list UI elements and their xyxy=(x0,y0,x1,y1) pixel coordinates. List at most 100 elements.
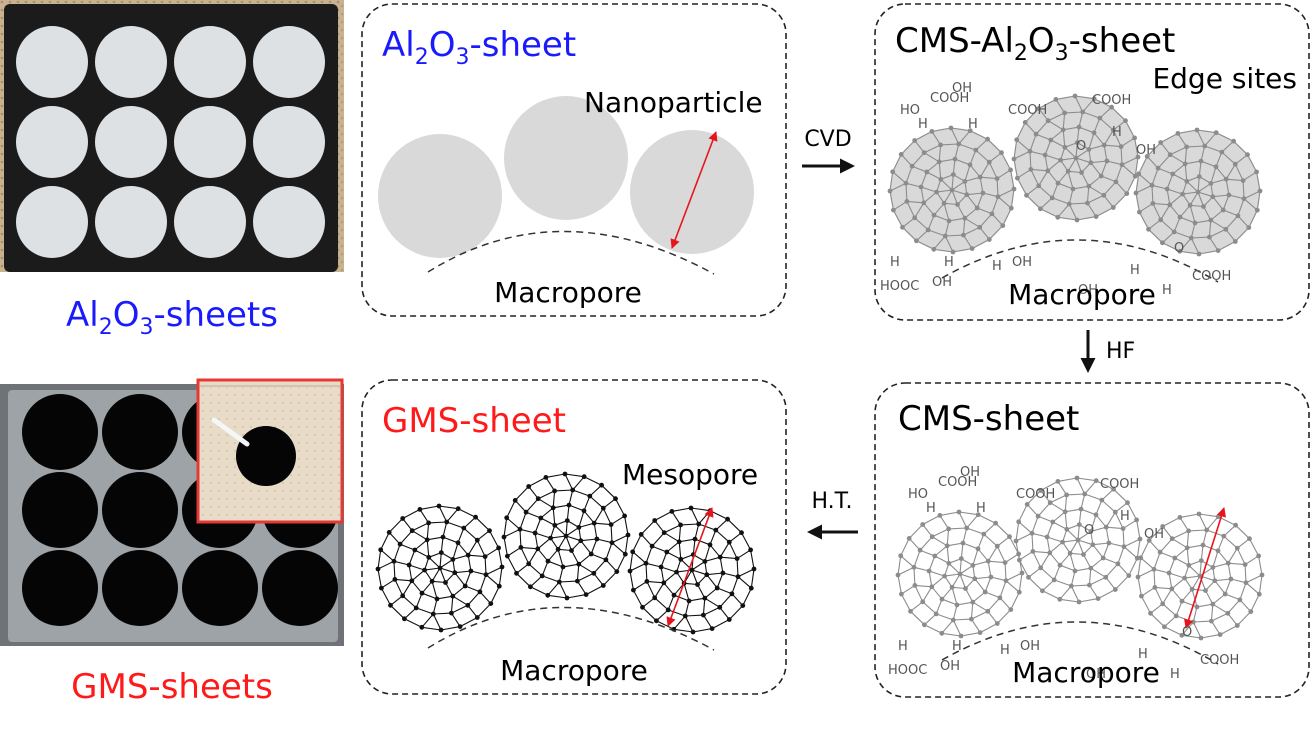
functional-group-label: COOH xyxy=(930,91,969,106)
photo-gms-sheets xyxy=(0,378,344,646)
sample-disc xyxy=(95,186,167,258)
functional-group-label: O xyxy=(1076,139,1086,154)
panel-gms-sheet xyxy=(361,379,787,695)
functional-group-label: OH xyxy=(932,275,952,290)
annotation-mesopore: Mesopore xyxy=(622,458,758,491)
sample-disc xyxy=(253,106,325,178)
functional-group-label: H xyxy=(1162,283,1172,298)
functional-group-label: H xyxy=(1130,263,1140,278)
sample-disc xyxy=(95,106,167,178)
carbon-cage xyxy=(1011,93,1141,223)
functional-group-label: COOH xyxy=(1008,103,1047,118)
functional-group-label: HO xyxy=(900,103,920,118)
functional-group-label: OH xyxy=(960,465,980,480)
functional-group-label: H xyxy=(1170,667,1180,682)
functional-group-label: H xyxy=(976,501,986,516)
label-macropore: Macropore xyxy=(1008,278,1156,311)
sample-disc xyxy=(174,106,246,178)
functional-group-label: H xyxy=(1120,509,1130,524)
functional-group-label: HOOC xyxy=(888,663,927,678)
sample-disc xyxy=(174,186,246,258)
functional-group-label: COOH xyxy=(1092,93,1131,108)
functional-group-label: OH xyxy=(1136,143,1156,158)
label-macropore: Macropore xyxy=(494,276,642,309)
panel-title-gms-sheet: GMS-sheet xyxy=(382,401,566,441)
functional-group-label: H xyxy=(898,639,908,654)
sample-disc xyxy=(182,550,258,626)
inset-photo xyxy=(196,378,344,524)
photo-al2o3-sheets xyxy=(0,0,344,272)
carbon-cage-group xyxy=(887,93,1263,257)
panel-al2o3-sheet xyxy=(361,3,787,317)
carbon-cage-group xyxy=(895,475,1265,641)
functional-group-label: H xyxy=(890,255,900,270)
arrow-label-cvd: CVD xyxy=(804,127,851,152)
nanoparticle xyxy=(504,96,628,220)
sample-disc xyxy=(22,472,98,548)
carbon-cage xyxy=(627,505,757,635)
functional-group-label: O xyxy=(1182,625,1192,640)
arrow-label-ht: H.T. xyxy=(812,489,853,514)
panel-title-cms-al2o3-sheet: CMS-Al2O3-sheet xyxy=(895,21,1175,66)
label-macropore: Macropore xyxy=(500,654,648,687)
functional-group-label: HOOC xyxy=(880,279,919,294)
sample-disc xyxy=(253,26,325,98)
pore-diameter-arrow xyxy=(666,507,714,627)
functional-group-label: H xyxy=(968,117,978,132)
photo-label-gms-sheets: GMS-sheets xyxy=(71,667,273,707)
functional-group-label: H xyxy=(918,117,928,132)
sample-disc xyxy=(174,26,246,98)
functional-group-label: O xyxy=(1084,523,1094,538)
carbon-cage xyxy=(1133,127,1263,257)
sample-disc xyxy=(253,186,325,258)
functional-group-label: OH xyxy=(1012,255,1032,270)
sample-disc xyxy=(16,186,88,258)
macropore-curve xyxy=(941,239,1219,283)
label-macropore: Macropore xyxy=(1012,656,1160,689)
functional-group-label: COOH xyxy=(1200,653,1239,668)
functional-group-label: COOH xyxy=(1192,269,1231,284)
sample-disc xyxy=(262,550,338,626)
nanoparticle xyxy=(630,130,754,254)
functional-group-label: H xyxy=(944,255,954,270)
sample-disc xyxy=(22,394,98,470)
particle-diameter-arrow xyxy=(670,131,718,249)
functional-group-label: H xyxy=(992,259,1002,274)
macropore-curve xyxy=(427,606,715,651)
sample-disc xyxy=(16,106,88,178)
sample-disc xyxy=(102,550,178,626)
functional-group-label: OH xyxy=(952,81,972,96)
nanoparticle-group xyxy=(378,96,754,258)
carbon-cage xyxy=(375,503,505,633)
carbon-cage xyxy=(895,509,1025,639)
arrow-hf: HF xyxy=(1080,330,1135,373)
sample-disc xyxy=(22,550,98,626)
functional-group-label: OH xyxy=(1020,639,1040,654)
carbon-cage xyxy=(1013,475,1143,605)
panel-cms-al2o3-sheet xyxy=(874,3,1310,321)
carbon-cage xyxy=(501,471,631,601)
sample-disc xyxy=(16,26,88,98)
photo-label-al2o3-sheets: Al2O3-sheets xyxy=(66,295,278,340)
panel-title-al2o3-sheet: Al2O3-sheet xyxy=(382,25,576,70)
functional-group-label: O xyxy=(1174,241,1184,256)
arrow-label-hf: HF xyxy=(1106,339,1135,364)
functional-group-label: COOH xyxy=(938,475,977,490)
tweezer-tip xyxy=(211,417,250,447)
carbon-cage xyxy=(887,125,1017,255)
functional-group-label: OH xyxy=(1078,283,1098,298)
functional-group-label: COOH xyxy=(1016,487,1055,502)
arrow-ht: H.T. xyxy=(807,489,858,540)
functional-group-label: H xyxy=(926,501,936,516)
functional-group-label: OH xyxy=(1086,667,1106,682)
functional-group-label: HO xyxy=(908,487,928,502)
functional-group-label: H xyxy=(1138,647,1148,662)
alumina-disc-grid xyxy=(16,26,325,258)
inset-disc xyxy=(236,426,296,486)
sample-disc xyxy=(95,26,167,98)
functional-group-label: COOH xyxy=(1100,477,1139,492)
functional-group-label: H xyxy=(952,639,962,654)
